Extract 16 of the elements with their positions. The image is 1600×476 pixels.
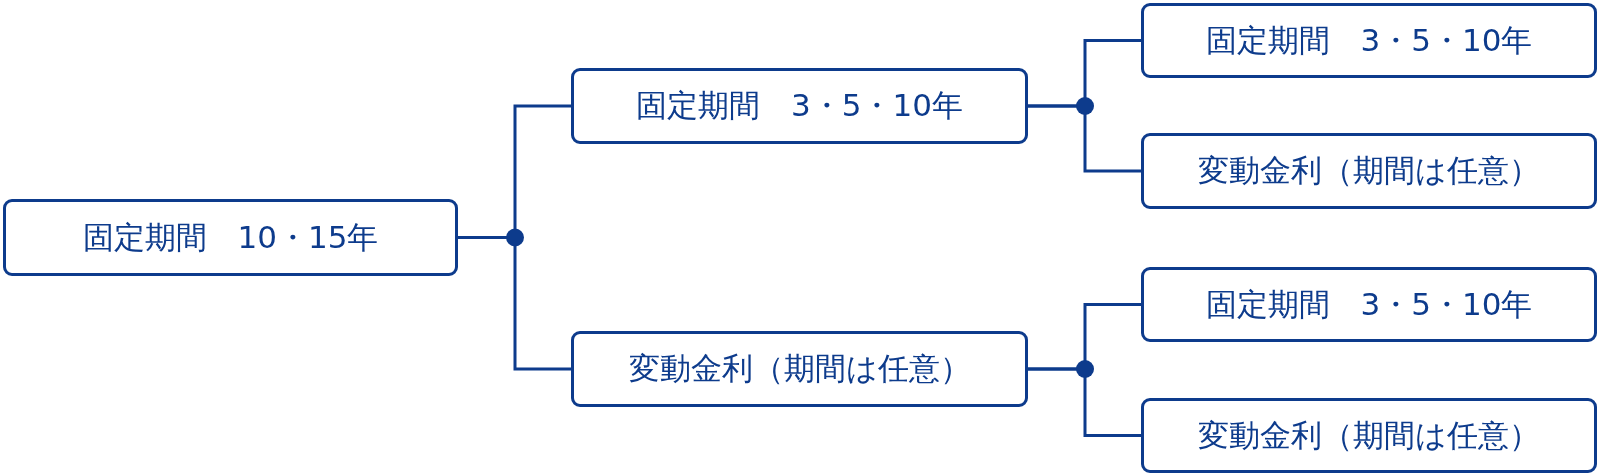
- option-box: [1141, 267, 1597, 342]
- connector-line: [1028, 104, 1141, 173]
- option-box: [3, 199, 458, 276]
- connector-line: [1028, 367, 1141, 437]
- option-label: 固定期間 3・5・10年: [1205, 20, 1533, 60]
- option-label: 固定期間 10・15年: [82, 217, 379, 257]
- option-label: 変動金利（期間は任意）: [628, 349, 971, 388]
- option-box: [1141, 133, 1597, 209]
- option-label: 変動金利（期間は任意）: [1198, 151, 1540, 190]
- option-box: [571, 68, 1028, 144]
- option-label: 変動金利（期間は任意）: [1198, 415, 1540, 455]
- option-box: [571, 331, 1028, 407]
- option-box: [1141, 398, 1597, 473]
- option-label: 固定期間 3・5・10年: [1205, 284, 1533, 324]
- option-box: [1141, 3, 1597, 78]
- option-label: 固定期間 3・5・10年: [636, 86, 963, 125]
